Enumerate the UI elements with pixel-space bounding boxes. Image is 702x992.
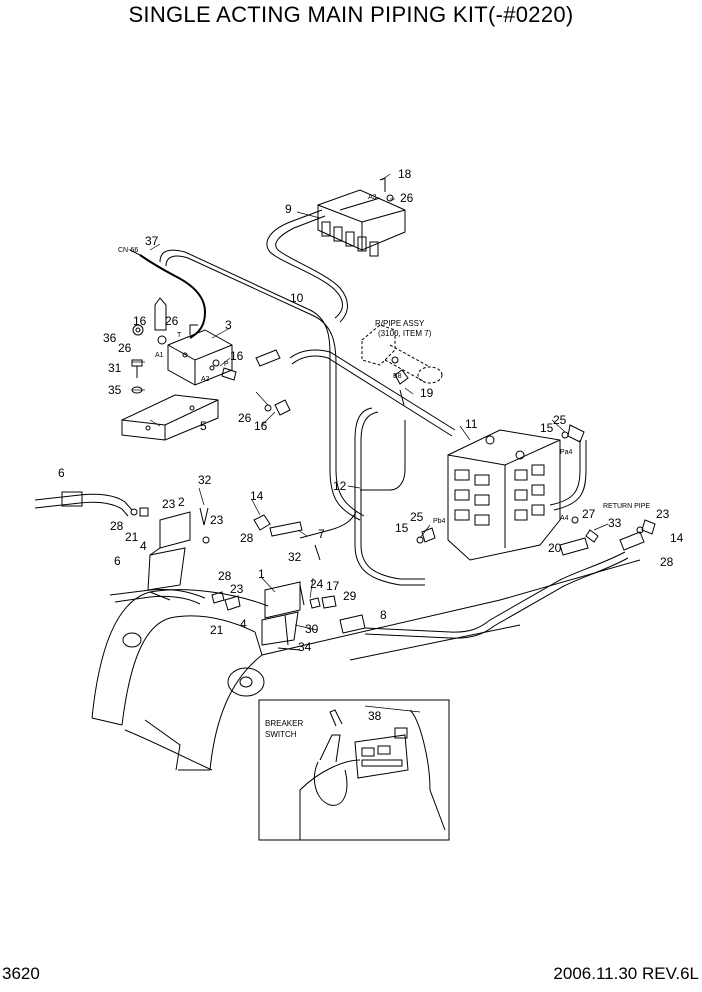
callout-4-b: 4 (240, 617, 247, 631)
callout-17: 17 (326, 579, 340, 593)
hose-6a (34, 491, 133, 517)
callout-4: 4 (140, 539, 147, 553)
callout-30: 30 (305, 622, 319, 636)
callout-26-b: 26 (118, 341, 132, 355)
breaker-note-1: BREAKER (265, 719, 303, 728)
callout-9: 9 (285, 202, 292, 216)
callout-15-b: 15 (395, 521, 409, 535)
callout-3: 3 (225, 318, 232, 332)
callout-10: 10 (290, 291, 304, 305)
callout-15: 15 (540, 421, 554, 435)
port-a1: A1 (155, 352, 164, 359)
callout-16-b: 16 (230, 349, 244, 363)
callout-7: 7 (318, 527, 325, 541)
callout-6: 6 (58, 466, 65, 480)
callout-26-d: 26 (400, 191, 414, 205)
callout-18: 18 (398, 167, 412, 181)
callout-23-c: 23 (656, 507, 670, 521)
wire-37 (129, 249, 207, 339)
rpipe-note-2: (3100, ITEM 7) (378, 329, 432, 338)
revision-date: 2006.11.30 REV.6L (553, 964, 699, 983)
leader-lines (132, 173, 609, 713)
hose-right (549, 440, 587, 511)
callout-29: 29 (343, 589, 357, 603)
pipe-10 (159, 249, 365, 521)
callout-34: 34 (298, 640, 312, 654)
port-pb4: Pb4 (433, 518, 446, 525)
bracket-2 (147, 511, 191, 591)
callout-27: 27 (582, 507, 596, 521)
callout-8: 8 (380, 608, 387, 622)
breaker-switch-detail (258, 699, 450, 841)
page-title: SINGLE ACTING MAIN PIPING KIT(-#0220) (128, 2, 574, 27)
callout-labels: 37 16 26 3 36 26 16 31 35 5 26 16 10 9 1… (58, 167, 684, 739)
callout-32-b: 32 (288, 550, 302, 564)
callout-1: 1 (258, 567, 265, 581)
callout-16-c: 16 (254, 419, 268, 433)
callout-26: 26 (165, 314, 179, 328)
port-pa4: Pa4 (560, 449, 573, 456)
callout-37: 37 (145, 234, 159, 248)
callout-23-b: 23 (210, 513, 224, 527)
callout-2: 2 (178, 495, 185, 509)
callout-38: 38 (368, 709, 382, 723)
bracket-5 (121, 394, 219, 441)
valve-block-9 (317, 177, 406, 257)
callout-11: 11 (465, 417, 478, 431)
callout-28-b: 28 (240, 531, 254, 545)
pipe-8 (364, 551, 629, 639)
callout-25: 25 (553, 413, 567, 427)
pipe-12 (289, 349, 456, 586)
callout-19: 19 (420, 386, 434, 400)
bracket-1 (261, 581, 301, 646)
port-b8: B8 (393, 373, 402, 380)
breaker-note-2: SWITCH (265, 730, 297, 739)
pipe-7 (299, 511, 357, 539)
callout-28-d: 28 (218, 569, 232, 583)
callout-14: 14 (250, 489, 264, 503)
callout-23: 23 (162, 497, 176, 511)
pipe-9 (266, 209, 348, 323)
callout-36: 36 (103, 331, 117, 345)
port-p: P (224, 361, 229, 368)
callout-32: 32 (198, 473, 212, 487)
callout-28: 28 (110, 519, 124, 533)
selector-valve-3 (167, 324, 233, 386)
rpipe-assy (361, 324, 443, 384)
page-number: 3620 (2, 964, 40, 983)
callout-23-d: 23 (230, 582, 244, 596)
callout-21-b: 21 (210, 623, 224, 637)
label-cn66: CN-66 (118, 247, 138, 254)
port-a4: A4 (560, 515, 569, 522)
hose-6b (109, 589, 206, 605)
callout-24: 24 (310, 577, 324, 591)
callout-25-b: 25 (410, 510, 424, 524)
callout-14-b: 14 (670, 531, 684, 545)
callout-31: 31 (108, 361, 122, 375)
callout-16: 16 (133, 314, 147, 328)
callout-5: 5 (200, 419, 207, 433)
callout-12: 12 (333, 479, 347, 493)
callout-28-c: 28 (660, 555, 674, 569)
callout-20: 20 (548, 541, 562, 555)
port-a2: A2 (201, 376, 210, 383)
callout-33: 33 (608, 516, 622, 530)
rpipe-note-1: R/PIPE ASSY (375, 319, 425, 328)
callout-21: 21 (125, 530, 139, 544)
return-pipe-note: RETURN PIPE (603, 503, 650, 510)
port-t: T (177, 332, 182, 339)
callout-6-b: 6 (114, 554, 121, 568)
boom-outline (91, 559, 641, 771)
port-a3: A3 (368, 194, 377, 201)
callout-26-c: 26 (238, 411, 252, 425)
main-control-valve-11 (447, 429, 561, 561)
callout-35: 35 (108, 383, 122, 397)
